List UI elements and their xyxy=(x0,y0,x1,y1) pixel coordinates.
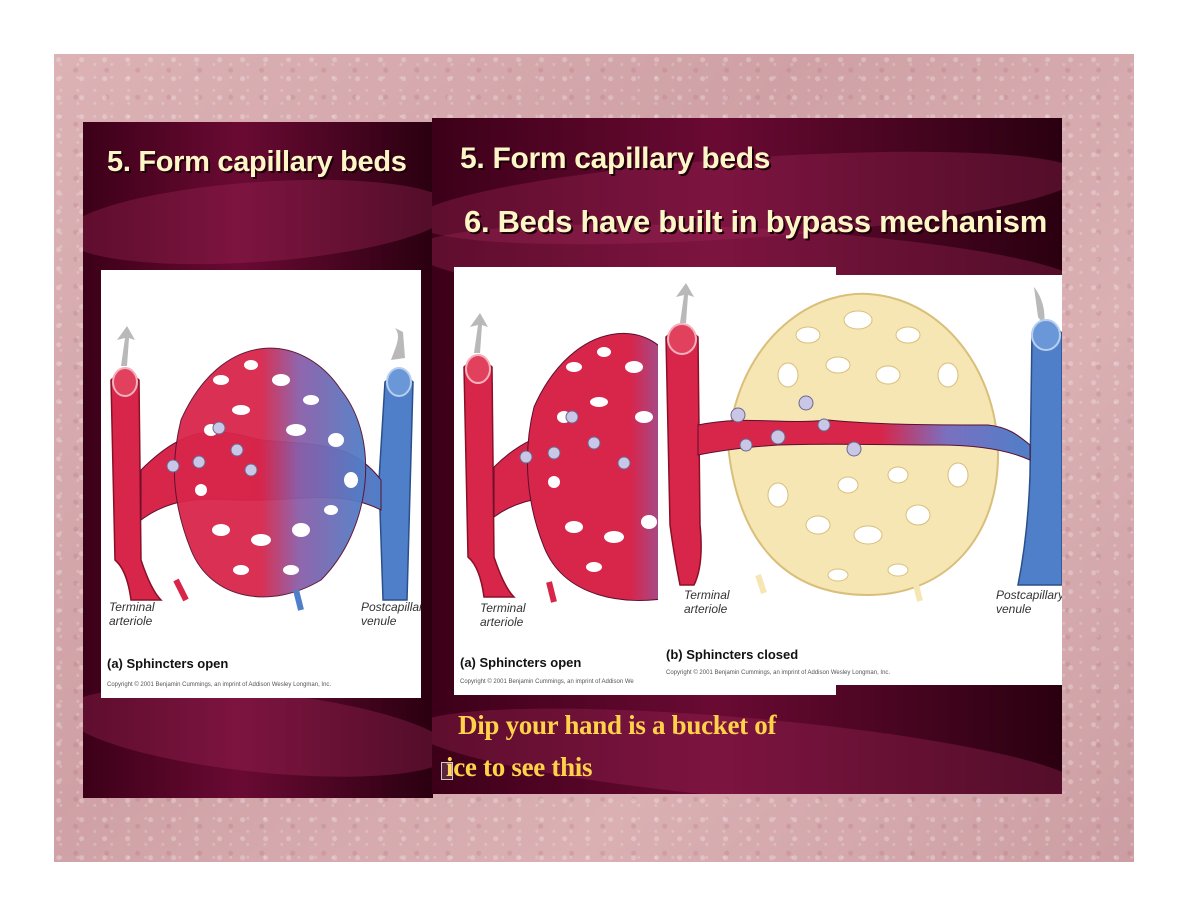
slide-title: 5. Form capillary beds xyxy=(107,146,407,178)
flow-out-arrow xyxy=(391,328,405,360)
flow-in-arrow xyxy=(117,326,135,366)
left-slide: 5. Form capillary beds xyxy=(83,122,433,798)
copyright-text: Copyright © 2001 Benjamin Cummings, an i… xyxy=(666,670,891,676)
terminal-arteriole-label: Terminal arteriole xyxy=(109,600,155,628)
capillary-bed-figure-closed: Terminal arteriole Postcapillary venule … xyxy=(658,275,1062,685)
copyright-text: Copyright © 2001 Benjamin Cummings, an i… xyxy=(107,682,332,688)
capillary-bed-open-diagram xyxy=(463,313,675,603)
capillary-bed-figure-open: Terminal arteriole (a) Sphincters open C… xyxy=(454,267,836,695)
slide-subtitle: 6. Beds have built in bypass mechanism xyxy=(464,204,1047,239)
note-line-1: Dip your hand is a bucket of xyxy=(458,710,777,740)
slide-wave-decoration xyxy=(83,168,433,276)
figure-caption: (a) Sphincters open xyxy=(460,655,582,670)
postcapillary-venule-label: Postcapillary venule xyxy=(361,600,421,628)
postcapillary-venule-label: Postcapillary venule xyxy=(996,588,1062,616)
figure-caption: (a) Sphincters open xyxy=(107,656,229,671)
text-cursor-box xyxy=(441,762,453,780)
terminal-arteriole-label: Terminal arteriole xyxy=(480,601,526,629)
capillary-bed-figure-open: Terminal arteriole Postcapillary venule … xyxy=(101,270,421,698)
capillary-bed-open-diagram xyxy=(110,326,414,611)
copyright-text: Copyright © 2001 Benjamin Cummings, an i… xyxy=(460,679,634,685)
slide-title: 5. Form capillary beds xyxy=(460,142,771,175)
note-line-2: ice to see this xyxy=(446,752,593,782)
capillary-bed-closed-diagram xyxy=(665,283,1062,602)
terminal-arteriole-label: Terminal arteriole xyxy=(684,588,730,616)
figure-caption: (b) Sphincters closed xyxy=(666,647,799,662)
right-slide: 5. Form capillary beds 6. Beds have buil… xyxy=(432,118,1062,794)
